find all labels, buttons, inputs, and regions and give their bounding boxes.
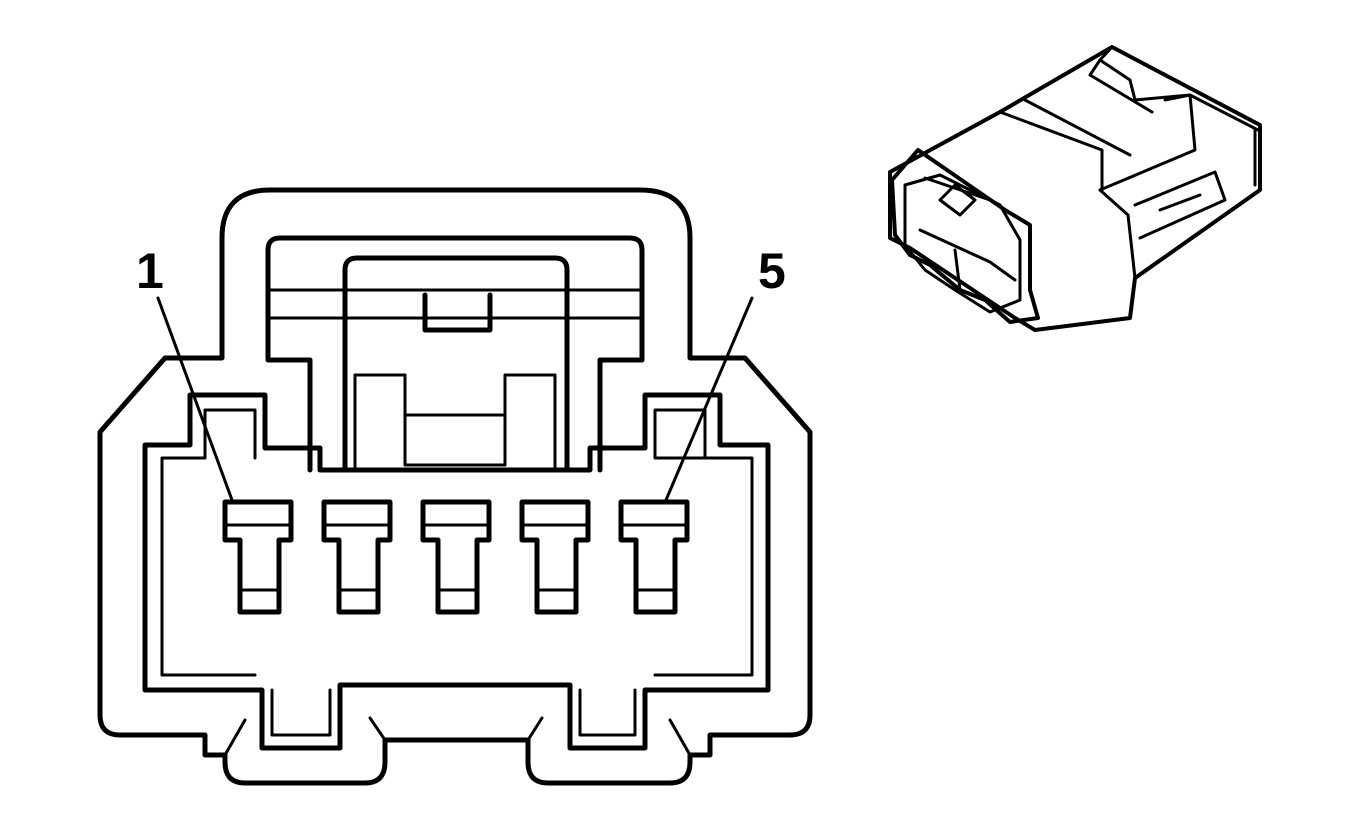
terminal-pin-2 bbox=[321, 499, 393, 615]
connector-face bbox=[97, 187, 813, 786]
outer-housing bbox=[97, 187, 813, 786]
iso-front-shroud bbox=[890, 148, 1040, 324]
inner-cavity bbox=[142, 392, 771, 751]
terminal-pin-3 bbox=[420, 499, 492, 615]
pin-label-first: 1 bbox=[136, 243, 164, 299]
latch-tongue-inner bbox=[353, 373, 557, 472]
latch-tongue bbox=[342, 255, 570, 473]
terminal-head bbox=[519, 499, 591, 615]
terminal-head bbox=[420, 499, 492, 615]
pin-5-leader-line bbox=[664, 296, 754, 502]
iso-side-latch bbox=[1098, 170, 1227, 280]
terminal-pin-1 bbox=[222, 499, 294, 615]
iso-body-outline bbox=[888, 45, 1262, 332]
terminal-head bbox=[321, 499, 393, 615]
inner-cavity-step bbox=[160, 408, 754, 737]
terminal-detail bbox=[322, 523, 392, 592]
terminal-head bbox=[618, 499, 690, 615]
iso-top-ridges bbox=[998, 45, 1260, 192]
iso-rear-ridges bbox=[1098, 93, 1257, 192]
pin-label-last: 5 bbox=[758, 243, 786, 299]
terminal-head bbox=[222, 499, 294, 615]
latch-band bbox=[266, 288, 644, 320]
pin-1-leader-line bbox=[156, 296, 234, 502]
terminal-detail bbox=[619, 523, 689, 592]
latch-window bbox=[422, 292, 493, 333]
latch-bridge bbox=[265, 235, 645, 473]
connector-isometric-view bbox=[888, 45, 1262, 332]
terminal-pin-5 bbox=[618, 499, 690, 615]
terminal-row bbox=[222, 499, 690, 615]
housing-bottom-chamfers bbox=[223, 716, 692, 757]
terminal-detail bbox=[520, 523, 590, 592]
terminal-detail bbox=[223, 523, 293, 592]
terminal-pin-4 bbox=[519, 499, 591, 615]
terminal-detail bbox=[421, 523, 491, 592]
iso-front-cavity bbox=[903, 173, 1022, 314]
